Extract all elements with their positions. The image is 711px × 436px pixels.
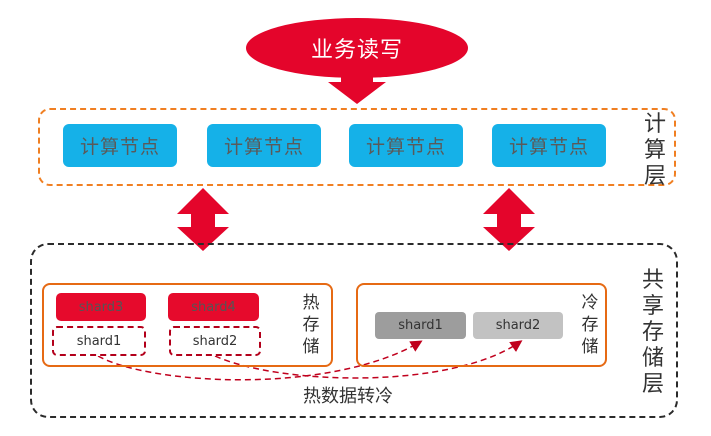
hot-shard-1-migrating: shard1 [52,326,146,356]
compute-node-2: 计算节点 [207,124,321,167]
hot-shard-4: shard4 [168,293,259,321]
hot-storage-group [42,283,333,367]
cold-shard-2: shard2 [473,312,563,339]
cold-shard-1: shard1 [375,312,466,339]
cold-storage-label: 冷存储 [581,293,599,357]
compute-node-1: 计算节点 [63,124,177,167]
bidirectional-arrow-icon-left [177,188,229,251]
hot-shard-3: shard3 [56,293,146,321]
compute-layer-label: 计算层 [643,112,666,189]
down-arrow-icon [328,66,386,104]
hot-to-cold-label: 热数据转冷 [278,382,418,408]
shared-storage-label: 共享存储层 [641,268,664,397]
bidirectional-arrow-icon-right [483,188,535,251]
shared-storage-frame [30,243,678,418]
compute-node-3: 计算节点 [349,124,463,167]
compute-node-4: 计算节点 [492,124,606,167]
compute-layer-frame [38,108,676,186]
hot-storage-label: 热存储 [302,293,320,357]
hot-shard-2-migrating: shard2 [169,326,261,356]
cold-storage-group [356,283,607,367]
business-read-write-label: 业务读写 [310,38,403,63]
